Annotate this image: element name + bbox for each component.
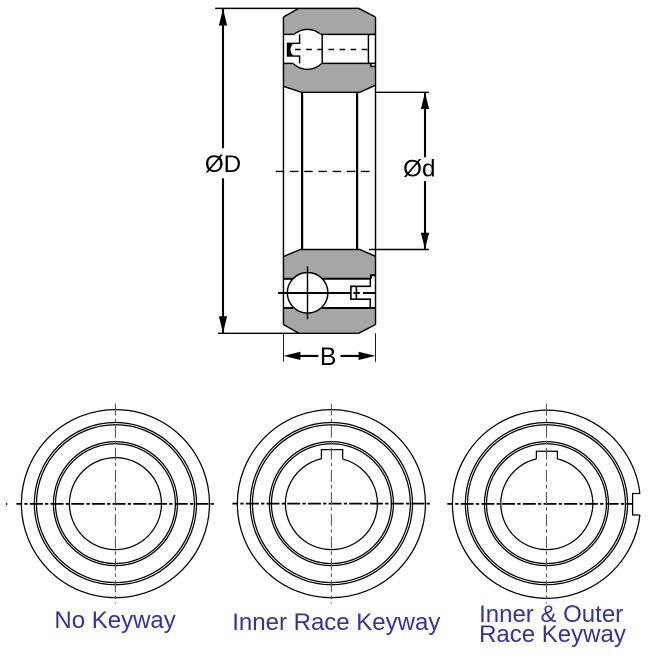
svg-text:Inner & Outer: Inner & Outer bbox=[479, 601, 623, 628]
svg-text:No Keyway: No Keyway bbox=[54, 607, 175, 634]
svg-text:Race Keyway: Race Keyway bbox=[479, 621, 626, 648]
svg-text:ØD: ØD bbox=[205, 151, 241, 178]
svg-text:Inner Race Keyway: Inner Race Keyway bbox=[232, 609, 440, 636]
svg-text:B: B bbox=[320, 344, 337, 371]
svg-text:Ød: Ød bbox=[403, 156, 435, 183]
